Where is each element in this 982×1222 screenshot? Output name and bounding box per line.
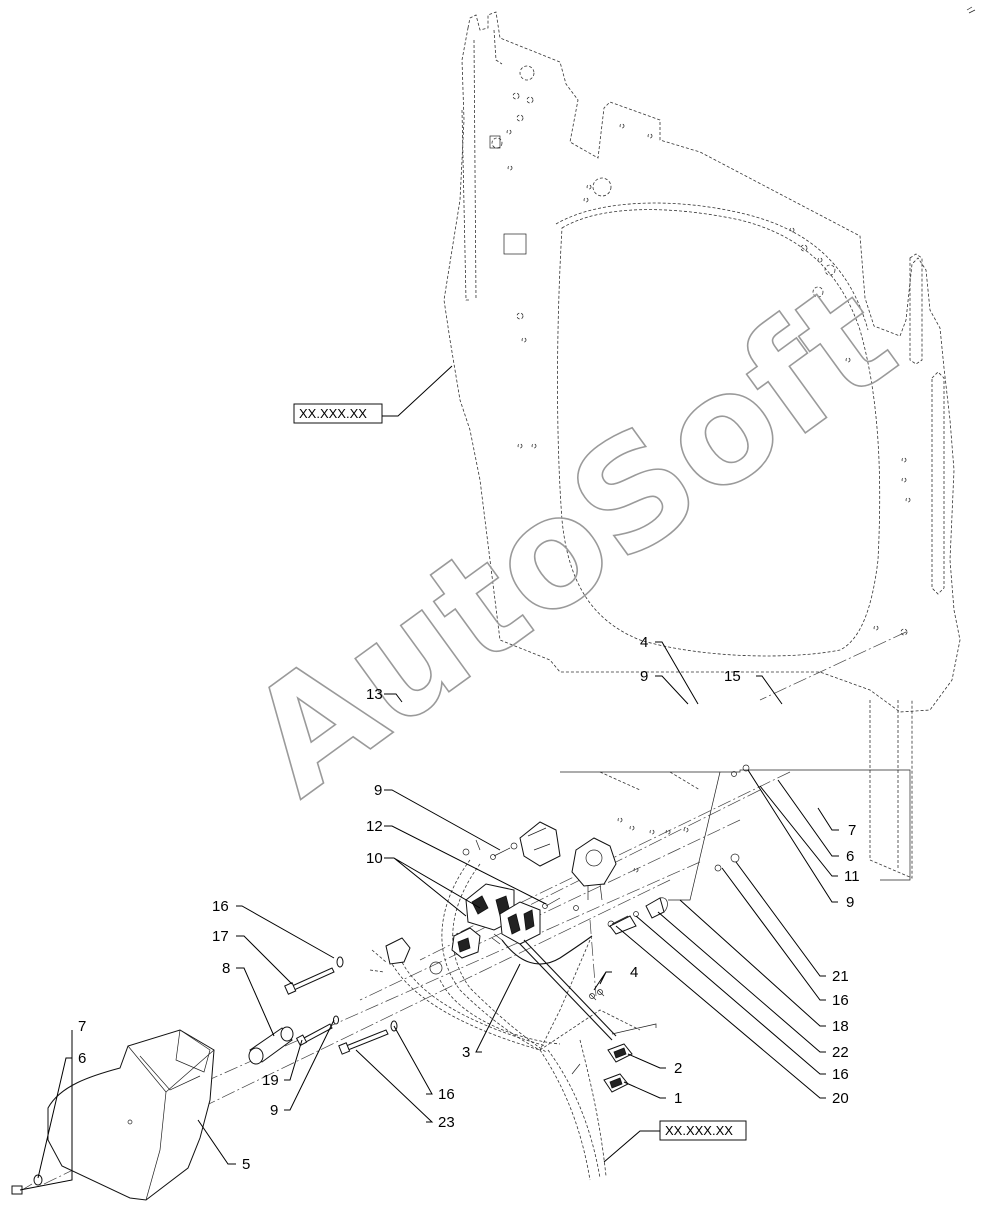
callout-16: 16 xyxy=(832,992,849,1009)
callout-leaders xyxy=(19,641,839,1191)
connector-block xyxy=(499,901,541,945)
callout-6: 6 xyxy=(78,1050,86,1067)
watermark-text: AutoSoft xyxy=(219,250,925,829)
callout-18: 18 xyxy=(832,1018,849,1035)
callout-4: 4 xyxy=(630,964,638,981)
panel-holes xyxy=(491,65,911,636)
callout-numbers: 4 9 15 13 9 12 10 7 6 11 9 16 17 8 4 21 … xyxy=(78,634,860,1173)
callout-12: 12 xyxy=(366,818,383,835)
fasteners-group xyxy=(462,764,750,1001)
watermark: AutoSoft xyxy=(218,249,925,830)
callout-2: 2 xyxy=(674,1060,682,1077)
callout-10: 10 xyxy=(366,850,383,867)
upper-panel-outline xyxy=(443,11,961,879)
callout-22: 22 xyxy=(832,1044,849,1061)
callout-8: 8 xyxy=(222,960,230,977)
connector-part-1 xyxy=(603,1073,629,1093)
wiring-harness xyxy=(369,859,641,1181)
bolt-19 xyxy=(295,1015,339,1047)
callout-20: 20 xyxy=(832,1090,849,1107)
callout-21: 21 xyxy=(832,968,849,985)
corner-mark xyxy=(966,6,976,14)
callout-7: 7 xyxy=(78,1018,86,1035)
ref-box-lower-text: XX.XXX.XX xyxy=(665,1123,733,1138)
washer-16a xyxy=(336,956,344,968)
callout-3: 3 xyxy=(462,1044,470,1061)
callout-16: 16 xyxy=(212,898,229,915)
callout-9: 9 xyxy=(270,1102,278,1119)
callout-16: 16 xyxy=(438,1086,455,1103)
bolt-23 xyxy=(338,1020,398,1055)
callout-4: 4 xyxy=(640,634,648,651)
cable-sensor xyxy=(491,933,617,1041)
ref-box-upper: XX.XXX.XX xyxy=(293,365,453,424)
callout-23: 23 xyxy=(438,1114,455,1131)
clamp-bracket xyxy=(645,897,668,919)
callout-9: 9 xyxy=(846,894,854,911)
cover-5 xyxy=(47,1029,215,1201)
callout-6: 6 xyxy=(846,848,854,865)
bolt-17 xyxy=(284,967,335,995)
callout-11: 11 xyxy=(844,868,860,885)
screw-7-6 xyxy=(11,1174,43,1195)
callout-5: 5 xyxy=(242,1156,250,1173)
callout-9: 9 xyxy=(374,782,382,799)
ref-box-lower: XX.XXX.XX xyxy=(603,1120,747,1163)
bolt-20 xyxy=(609,915,637,935)
callout-7: 7 xyxy=(848,822,856,839)
callout-9: 9 xyxy=(640,668,648,685)
callout-19: 19 xyxy=(262,1072,279,1089)
panel-bracket xyxy=(503,233,527,255)
callout-1: 1 xyxy=(674,1090,682,1107)
fuse-holder xyxy=(451,927,481,959)
bracket-upper xyxy=(510,821,561,867)
sensor-switch xyxy=(571,837,617,901)
callout-13: 13 xyxy=(366,686,383,703)
spacer-8 xyxy=(248,1026,294,1065)
callout-17: 17 xyxy=(212,928,229,945)
connector-part-2 xyxy=(607,1043,633,1063)
clip-connector xyxy=(385,937,443,975)
ref-box-upper-text: XX.XXX.XX xyxy=(299,406,367,421)
lower-assembly xyxy=(11,631,911,1201)
callout-15: 15 xyxy=(724,668,741,685)
callout-16: 16 xyxy=(832,1066,849,1083)
